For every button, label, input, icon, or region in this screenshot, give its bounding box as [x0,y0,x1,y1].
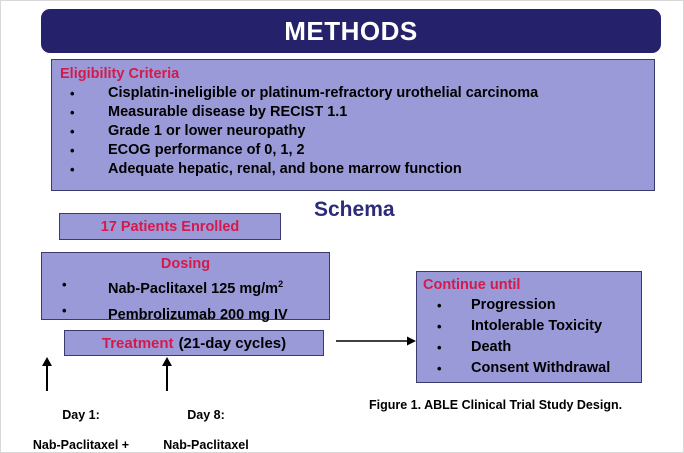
day8-arrow-up-icon [162,357,172,391]
list-item: • Nab-Paclitaxel 125 mg/m2 [42,274,329,300]
day8-detail: Nab-Paclitaxel [163,438,249,452]
page-title: METHODS [284,15,418,46]
list-item: • Intolerable Toxicity [423,316,641,337]
list-item: • Consent Withdrawal [423,358,641,379]
list-item-label: Adequate hepatic, renal, and bone marrow… [108,161,462,177]
bullet-icon: • [70,86,75,101]
continue-until-list: • Progression • Intolerable Toxicity • Deat… [423,295,641,379]
slide-title-banner: METHODS [41,9,661,53]
day1-annotation: Day 1: Nab-Paclitaxel + Pembrolizumab [1,393,161,452]
list-item: • ECOG performance of 0, 1, 2 [60,141,654,160]
list-item-label: Grade 1 or lower neuropathy [108,123,306,139]
bullet-icon: • [437,298,442,313]
flow-arrow-right-icon [336,336,416,346]
bullet-icon: • [437,319,442,334]
bullet-icon: • [62,277,67,292]
dosing-list: • Nab-Paclitaxel 125 mg/m2 • Pembrolizum… [42,274,329,326]
eligibility-list: • Cisplatin-ineligible or platinum-refrac… [60,84,654,179]
list-item-label: Nab-Paclitaxel 125 mg/m [108,280,279,297]
treatment-cycles-label: (21-day cycles) [178,334,287,352]
continue-until-heading: Continue until [423,277,521,293]
list-item-label: Cisplatin-ineligible or platinum-refract… [108,85,539,101]
day1-arrow-up-icon [42,357,52,391]
list-item: • Death [423,337,641,358]
list-item-label: ECOG performance of 0, 1, 2 [108,142,305,158]
list-item: • Adequate hepatic, renal, and bone marro… [60,160,654,179]
day8-annotation: Day 8: Nab-Paclitaxel [126,393,286,452]
bullet-icon: • [62,302,67,318]
dosing-heading: Dosing [160,256,211,272]
bullet-icon: • [437,340,442,355]
patients-enrolled-label: 17 Patients Enrolled [100,218,240,235]
list-item-label: Consent Withdrawal [471,360,611,376]
figure-caption: Figure 1. ABLE Clinical Trial Study Desi… [369,398,623,412]
bullet-icon: • [70,143,75,158]
list-item-label: Progression [471,297,556,313]
list-item-label: Intolerable Toxicity [471,318,603,334]
list-item-label: Pembrolizumab 200 mg IV [108,306,288,323]
eligibility-criteria-box: Eligibility Criteria • Cisplatin-ineligib… [51,59,655,191]
superscript: 2 [278,279,284,289]
list-item: • Cisplatin-ineligible or platinum-refrac… [60,84,654,103]
bullet-icon: • [70,105,75,120]
day1-detail: Nab-Paclitaxel + Pembrolizumab [32,438,130,452]
treatment-box: Treatment (21-day cycles) [64,330,324,356]
dosing-box: Dosing • Nab-Paclitaxel 125 mg/m2 • Pemb… [41,252,330,323]
list-item: • Progression [423,295,641,316]
day1-title: Day 1: [62,408,100,422]
list-item: • Measurable disease by RECIST 1.1 [60,103,654,122]
bullet-icon: • [70,124,75,139]
list-item: • Grade 1 or lower neuropathy [60,122,654,141]
list-item-label: Death [471,339,512,355]
patients-enrolled-box: 17 Patients Enrolled [59,213,281,240]
eligibility-heading: Eligibility Criteria [60,66,180,82]
continue-until-box: Continue until • Progression • Intolerable… [416,271,642,383]
list-item-label: Measurable disease by RECIST 1.1 [108,104,348,120]
day8-title: Day 8: [187,408,225,422]
list-item: • Pembrolizumab 200 mg IV [42,300,329,326]
schema-heading: Schema [314,198,395,221]
bullet-icon: • [70,162,75,177]
treatment-label: Treatment [101,334,174,352]
bullet-icon: • [437,361,442,376]
